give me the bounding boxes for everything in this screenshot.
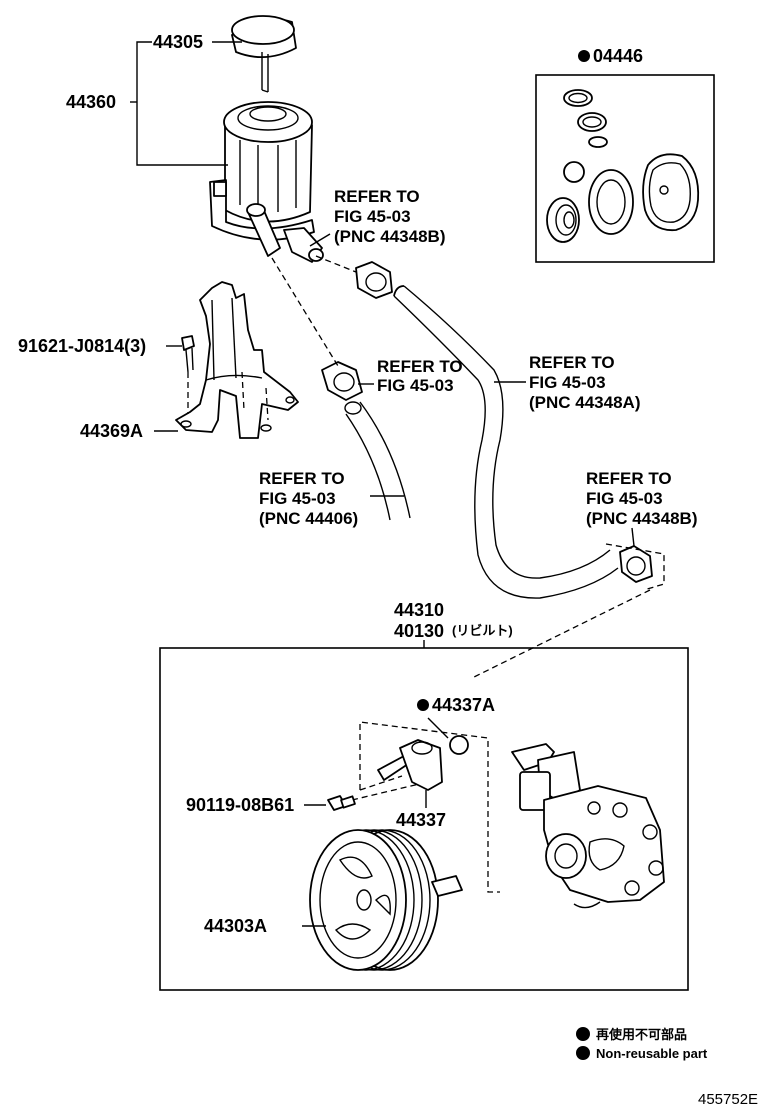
ref5-line2: FIG 45-03 (586, 489, 663, 508)
ref2-line1: REFER TO (377, 357, 463, 376)
pump-bracket-drawing (175, 281, 299, 439)
label-91621-J0814: 91621-J0814(3) (18, 336, 146, 356)
legend-bullet-en (576, 1046, 590, 1060)
legend-jp: 再使用不可部品 (596, 1027, 687, 1042)
reservoir-tank-drawing (209, 101, 324, 263)
pulley-44303A-drawing (309, 829, 463, 971)
ref3-line2: FIG 45-03 (529, 373, 606, 392)
label-40130-note: (リビルト) (452, 623, 513, 638)
ref1-line1: REFER TO (334, 187, 420, 206)
ref2-line2: FIG 45-03 (377, 376, 454, 395)
gasket-kit-drawing (535, 74, 715, 263)
ref3-line3: (PNC 44348A) (529, 393, 641, 412)
diagram-id: 455752E (698, 1091, 758, 1108)
label-40130: 40130 (394, 621, 444, 641)
label-04446: 04446 (593, 46, 643, 66)
ref5-line3: (PNC 44348B) (586, 509, 698, 528)
pressure-hose-drawing (344, 401, 411, 521)
label-44303A: 44303A (204, 916, 267, 936)
legend-en: Non-reusable part (596, 1046, 708, 1061)
label-44360: 44360 (66, 92, 116, 112)
ref4-line1: REFER TO (259, 469, 345, 488)
ref1-line3: (PNC 44348B) (334, 227, 446, 246)
bolt-91621-drawing (181, 335, 195, 373)
non-reusable-mark-04446 (578, 50, 590, 62)
label-44369A: 44369A (80, 421, 143, 441)
pump-body-drawing (511, 743, 665, 909)
label-90119-08B61: 90119-08B61 (186, 795, 294, 815)
bolt-90119-drawing (327, 795, 356, 811)
hose-clamp-upper-drawing (355, 261, 393, 299)
label-44337: 44337 (396, 810, 446, 830)
ref4-line2: FIG 45-03 (259, 489, 336, 508)
ref3-line1: REFER TO (529, 353, 615, 372)
return-hose-drawing (393, 285, 619, 599)
non-reusable-mark-44337A (417, 699, 429, 711)
ref1-line2: FIG 45-03 (334, 207, 411, 226)
ref4-line3: (PNC 44406) (259, 509, 358, 528)
legend-bullet-jp (576, 1027, 590, 1041)
label-44310: 44310 (394, 600, 444, 620)
o-ring-44337A-drawing (449, 735, 469, 755)
union-44337-drawing (377, 739, 443, 791)
hose-clamp-middle-drawing (321, 361, 363, 401)
ref5-line1: REFER TO (586, 469, 672, 488)
label-44337A: 44337A (432, 695, 495, 715)
reservoir-cap-drawing (231, 15, 297, 93)
label-44305: 44305 (153, 32, 203, 52)
